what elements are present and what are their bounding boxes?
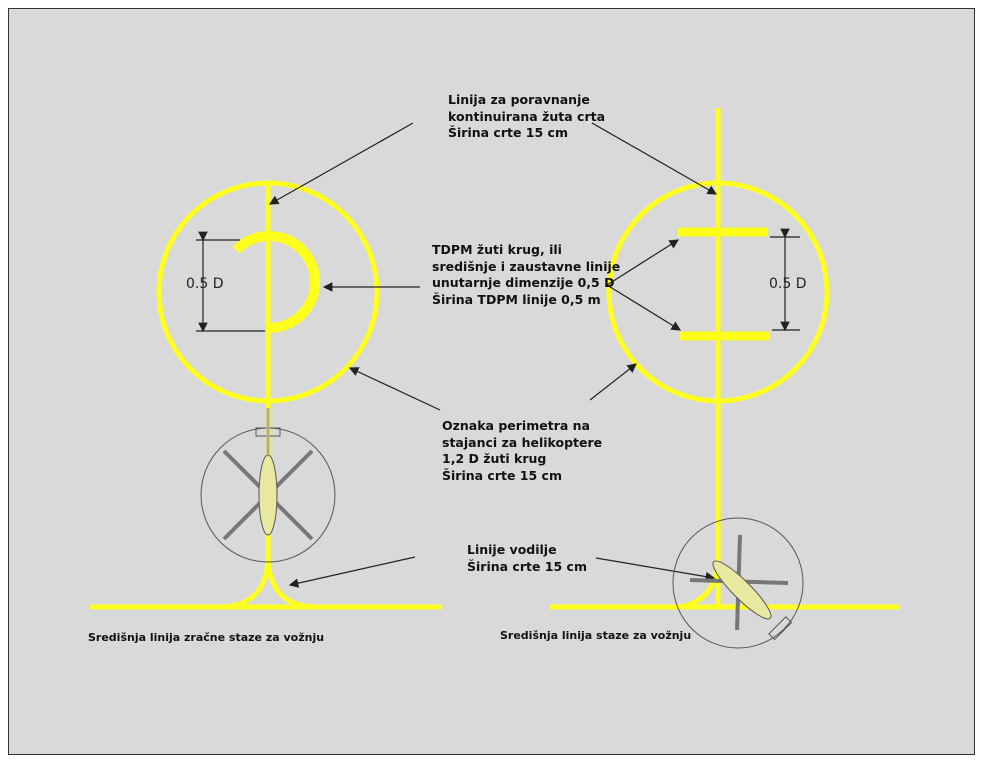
label-line: 1,2 D žuti krug xyxy=(442,451,547,466)
label-line: unutarnje dimenzije 0,5 D xyxy=(432,275,615,290)
diagram-frame xyxy=(8,8,975,755)
label-line: Oznaka perimetra na xyxy=(442,418,590,433)
leader-arrow xyxy=(589,363,637,401)
guide-lines-label: Linije vodilje Širina crte 15 cm xyxy=(467,542,587,575)
alignment-line-label: Linija za poravnanje kontinuirana žuta c… xyxy=(448,92,605,142)
label-line: Širina crte 15 cm xyxy=(467,558,587,574)
leader-arrow xyxy=(606,239,680,286)
leader-arrow xyxy=(348,367,441,411)
leader-arrow xyxy=(595,557,716,582)
label-line: Širina TDPM linije 0,5 m xyxy=(432,291,601,307)
left-guide-curves xyxy=(221,554,315,610)
left-helicopter-icon xyxy=(200,408,336,563)
label-line: kontinuirana žuta crta xyxy=(448,108,606,124)
leader-arrow xyxy=(606,284,682,331)
label-line: Širina crte 15 cm xyxy=(448,125,568,140)
label-line: središnje i zaustavne linije xyxy=(432,258,621,274)
label-line: Linija za poravnanje xyxy=(448,92,590,107)
right-caption: Središnja linija staze za vožnju xyxy=(500,629,692,642)
label-line: stajanci za helikoptere xyxy=(442,434,603,450)
right-guide-curve xyxy=(679,559,721,610)
label-line: Linije vodilje xyxy=(467,542,557,557)
left-caption: Središnja linija zračne staze za vožnju xyxy=(88,631,325,644)
left-dimension-label: 0.5 D xyxy=(186,276,224,292)
tdpm-label: TDPM žuti krug, ili središnje i zaustavn… xyxy=(432,242,620,308)
leader-arrow xyxy=(591,122,718,195)
left-tdpm-arc xyxy=(232,231,321,334)
leader-arrow xyxy=(288,556,416,588)
right-dimension-label: 0.5 D xyxy=(769,276,807,292)
label-line: TDPM žuti krug, ili xyxy=(432,242,562,257)
perimeter-label: Oznaka perimetra na stajanci za helikopt… xyxy=(442,418,602,484)
right-helicopter-icon xyxy=(672,517,804,649)
label-line: Širina crte 15 cm xyxy=(442,467,562,483)
leader-arrow xyxy=(268,122,414,205)
